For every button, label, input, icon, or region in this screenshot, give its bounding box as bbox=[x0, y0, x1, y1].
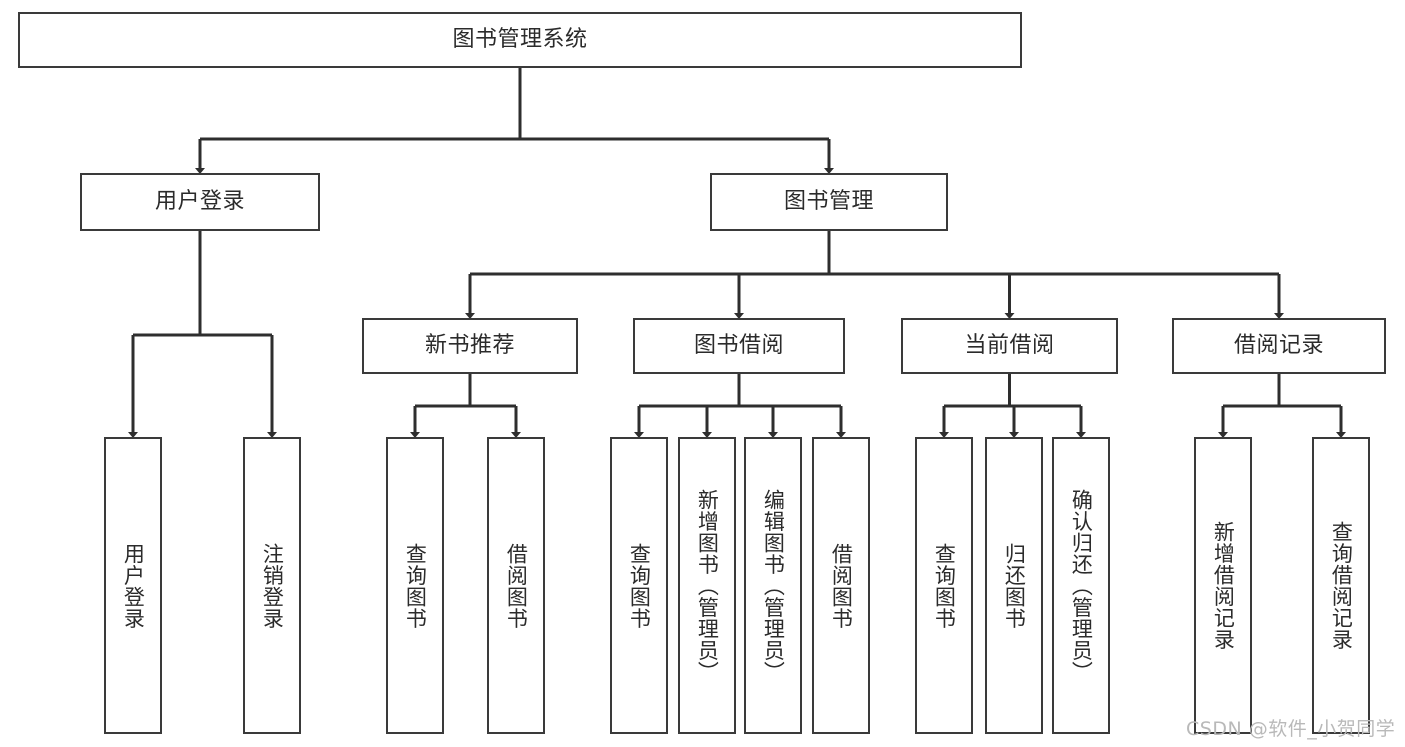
node-label: 借阅图书 bbox=[829, 542, 854, 629]
node-leaf-add-record[interactable]: 新增借阅记录 bbox=[1194, 437, 1252, 734]
node-leaf-borrow-book-2[interactable]: 借阅图书 bbox=[812, 437, 870, 734]
node-book-manage[interactable]: 图书管理 bbox=[710, 173, 948, 231]
node-leaf-query-book-2[interactable]: 查询图书 bbox=[610, 437, 668, 734]
node-label: 用户登录 bbox=[154, 188, 245, 214]
node-label: 新增借阅记录 bbox=[1211, 521, 1236, 650]
node-label: 新书推荐 bbox=[424, 332, 515, 358]
node-label: 查询图书 bbox=[932, 542, 957, 629]
node-leaf-return-book[interactable]: 归还图书 bbox=[985, 437, 1043, 734]
node-current-borrow[interactable]: 当前借阅 bbox=[901, 318, 1118, 374]
node-leaf-confirm-return[interactable]: 确认归还（管理员） bbox=[1052, 437, 1110, 734]
node-user-login[interactable]: 用户登录 bbox=[80, 173, 320, 231]
node-label: 确认归还（管理员） bbox=[1069, 488, 1094, 683]
node-borrow-record[interactable]: 借阅记录 bbox=[1172, 318, 1386, 374]
node-new-book-rec[interactable]: 新书推荐 bbox=[362, 318, 578, 374]
node-label: 查询借阅记录 bbox=[1329, 521, 1354, 650]
node-label: 图书借阅 bbox=[693, 332, 784, 358]
node-root[interactable]: 图书管理系统 bbox=[18, 12, 1022, 68]
node-leaf-edit-book[interactable]: 编辑图书（管理员） bbox=[744, 437, 802, 734]
node-label: 借阅记录 bbox=[1233, 332, 1324, 358]
node-leaf-logout[interactable]: 注销登录 bbox=[243, 437, 301, 734]
node-label: 查询图书 bbox=[627, 542, 652, 629]
node-leaf-query-book-1[interactable]: 查询图书 bbox=[386, 437, 444, 734]
node-label: 用户登录 bbox=[121, 542, 146, 629]
node-book-borrow[interactable]: 图书借阅 bbox=[633, 318, 845, 374]
node-leaf-user-login[interactable]: 用户登录 bbox=[104, 437, 162, 734]
node-leaf-query-book-3[interactable]: 查询图书 bbox=[915, 437, 973, 734]
node-label: 新增图书（管理员） bbox=[695, 488, 720, 683]
node-label: 查询图书 bbox=[403, 542, 428, 629]
node-label: 编辑图书（管理员） bbox=[761, 488, 786, 683]
node-label: 借阅图书 bbox=[504, 542, 529, 629]
node-label: 注销登录 bbox=[260, 542, 285, 629]
node-leaf-borrow-book-1[interactable]: 借阅图书 bbox=[487, 437, 545, 734]
node-leaf-query-record[interactable]: 查询借阅记录 bbox=[1312, 437, 1370, 734]
node-leaf-add-book[interactable]: 新增图书（管理员） bbox=[678, 437, 736, 734]
node-label: 归还图书 bbox=[1002, 542, 1027, 629]
node-label: 图书管理系统 bbox=[452, 26, 588, 52]
watermark-text: CSDN @软件_小贺同学 bbox=[1186, 718, 1396, 740]
node-label: 图书管理 bbox=[783, 188, 874, 214]
node-label: 当前借阅 bbox=[964, 332, 1055, 358]
